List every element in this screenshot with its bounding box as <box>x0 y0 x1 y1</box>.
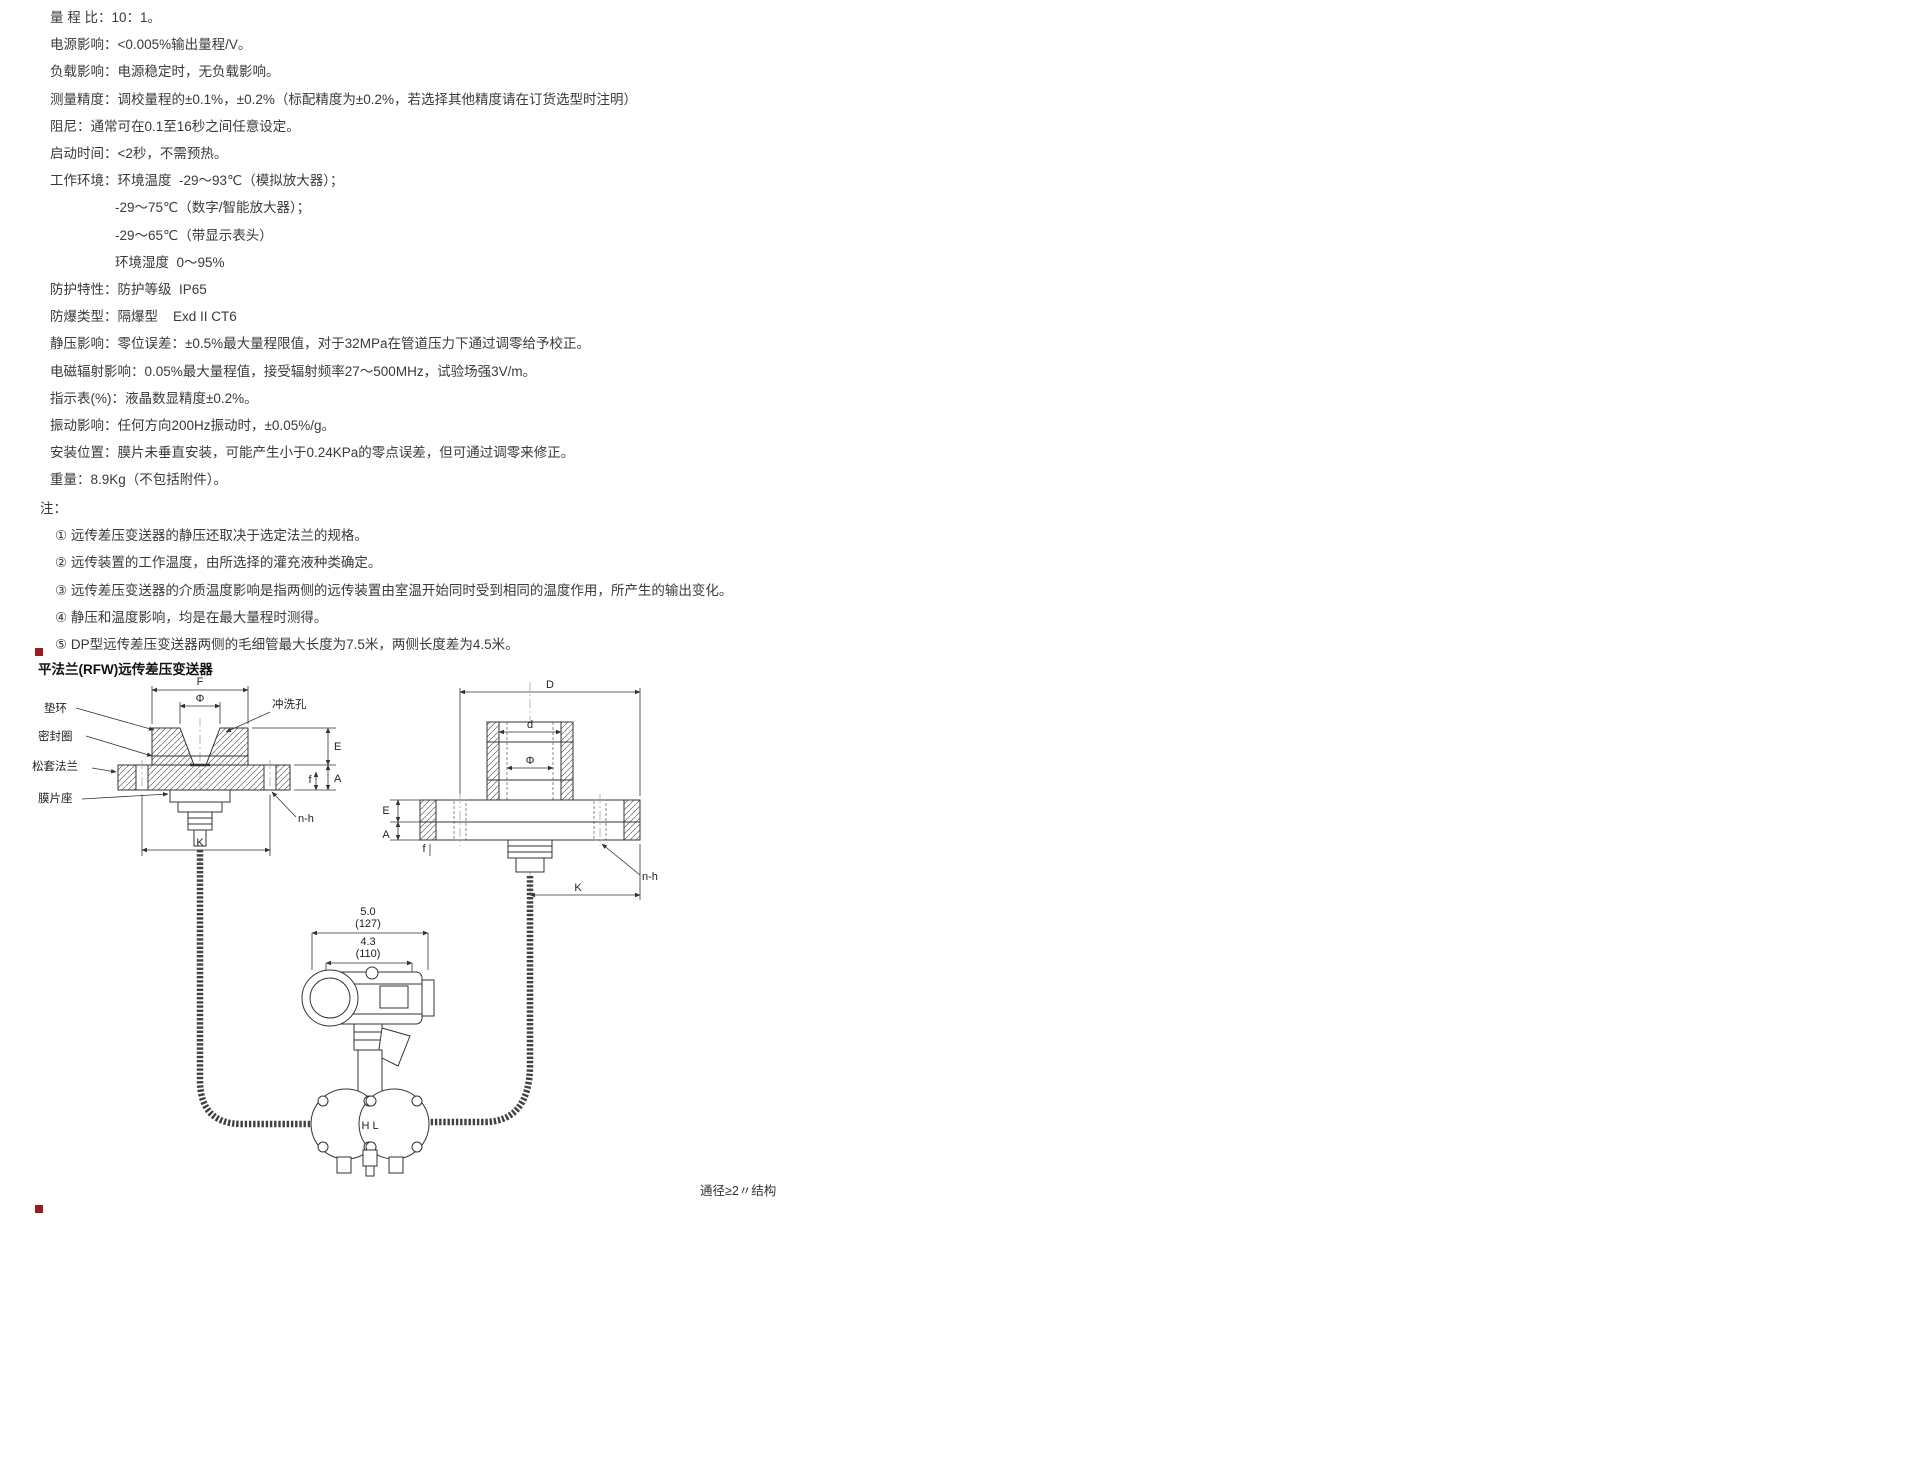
diaphragm-seat <box>169 789 231 803</box>
dim-label-5-0: 5.0 <box>360 906 375 918</box>
capillary-connector <box>187 811 213 831</box>
flange-bolt <box>411 1095 423 1107</box>
terminal-cover <box>421 979 435 1017</box>
plate-hatch <box>419 799 437 841</box>
spec-line: -29～75℃（数字/智能放大器）； <box>115 200 311 216</box>
spec-line: 启动时间：<2秒，不需预热。 <box>50 146 228 162</box>
housing-neck <box>353 1023 383 1051</box>
drain-plug <box>336 1156 352 1174</box>
spec-line: 重量：8.9Kg（不包括附件）。 <box>50 472 228 488</box>
dim-label-4-3: 4.3 <box>360 936 375 948</box>
flange-boss <box>486 721 574 801</box>
label-gasket-ring: 垫环 <box>44 701 67 715</box>
boss-hatch <box>560 721 574 801</box>
dim-label-K: K <box>574 882 582 894</box>
spec-line: 振动影响：任何方向200Hz振动时，±0.05%/g。 <box>50 418 335 434</box>
leader-line <box>271 791 297 818</box>
section-title: 平法兰(RFW)远传差压变送器 <box>38 662 213 677</box>
leader-line <box>91 767 117 774</box>
spec-line: 阻尼：通常可在0.1至16秒之间任意设定。 <box>50 118 300 134</box>
spec-line: 防护特性：防护等级 IP65 <box>50 282 207 298</box>
hl-port-label: H L <box>361 1120 378 1132</box>
dim-label-phi: Φ <box>196 693 205 705</box>
dim-label-A: A <box>334 773 342 785</box>
gasket-ring-left <box>151 727 195 766</box>
spec-line: 工作环境：环境温度 -29～93℃（模拟放大器）； <box>50 173 344 189</box>
note-item: ③ 远传差压变送器的介质温度影响是指两侧的远传装置由室温开始同时受到相同的温度作… <box>55 582 733 598</box>
spec-line: 测量精度：调校量程的±0.1%，±0.2%（标配精度为±0.2%，若选择其他精度… <box>50 91 638 107</box>
note-item: ④ 静压和温度影响，均是在最大量程时测得。 <box>55 609 328 625</box>
note-item: ⑤ DP型远传差压变送器两侧的毛细管最大长度为7.5米，两侧长度差为4.5米。 <box>55 637 519 653</box>
spec-line: 量 程 比：10：1。 <box>50 10 162 25</box>
spec-list: 量 程 比：10：1。 电源影响：<0.005%输出量程/V。 负载影响：电源稳… <box>40 4 637 494</box>
capillary-stem <box>193 829 207 847</box>
notes-heading: 注： <box>40 501 67 516</box>
dim-label-A: A <box>382 829 390 841</box>
gasket-ring-right <box>205 727 249 766</box>
flange-bolt <box>365 1095 377 1107</box>
spec-line: 指示表(%)：液晶数显精度±0.2%。 <box>50 390 258 406</box>
boss-hatch <box>486 721 500 801</box>
diaphragm-seat-step <box>177 801 223 813</box>
dim-label-110: (110) <box>356 948 381 960</box>
notes-section: 注： ① 远传差压变送器的静压还取决于选定法兰的规格。 ② 远传装置的工作温度，… <box>40 495 732 658</box>
red-marker <box>35 1205 43 1213</box>
dim-label-phi: Φ <box>526 755 535 767</box>
spec-line: 负载影响：电源稳定时，无负载影响。 <box>50 64 280 80</box>
leader-line <box>601 843 641 876</box>
transmitter-drawing: 5.0 (127) 4.3 (110) <box>301 906 435 1177</box>
spec-line: 电源影响：<0.005%输出量程/V。 <box>50 37 252 53</box>
leader-line <box>75 707 155 731</box>
lower-neck <box>507 839 553 859</box>
bottom-tip <box>365 1165 375 1177</box>
mounting-bracket <box>377 1027 411 1067</box>
spec-line: 静压影响：零位误差：±0.5%最大量程限值，对于32MPa在管道压力下通过调零给… <box>50 336 590 352</box>
leader-line <box>85 735 153 757</box>
flange-plate <box>419 799 641 841</box>
flange-bolt <box>411 1141 423 1153</box>
bottom-connector <box>362 1149 378 1167</box>
spec-line: 电磁辐射影响：0.05%最大量程值，接受辐射频率27～500MHz，试验场强3V… <box>50 363 537 379</box>
nameplate <box>379 985 409 1009</box>
dim-label-n-h: n-h <box>298 813 314 825</box>
vent-plug <box>365 966 379 980</box>
capillary-tube-right <box>429 876 534 1126</box>
left-flange-section-view: F Φ E A f n-h K 垫环 <box>32 676 342 868</box>
spec-line: -29～65℃（带显示表头） <box>115 227 273 243</box>
dim-label-f: f <box>422 843 426 855</box>
dim-label-D: D <box>546 679 554 691</box>
red-marker <box>35 648 43 656</box>
dim-label-d: d <box>527 719 533 731</box>
spec-line: 环境湿度 0～95% <box>115 254 225 270</box>
structure-caption: 通径≥2〃结构 <box>700 1184 777 1198</box>
dim-label-E: E <box>382 805 389 817</box>
dim-label-f: f <box>308 774 312 786</box>
label-diaphragm-seat: 膜片座 <box>38 791 73 805</box>
round-cover-ring <box>309 977 351 1019</box>
plate-hatch <box>623 799 641 841</box>
leader-line <box>81 792 169 800</box>
note-item: ② 远传装置的工作温度，由所选择的灌充液种类确定。 <box>55 555 382 571</box>
dim-label-K: K <box>196 837 204 849</box>
leader-line <box>225 711 271 733</box>
capillary-stem <box>515 857 545 873</box>
flange-bolt <box>317 1095 329 1107</box>
label-flush-hole: 冲洗孔 <box>272 697 307 711</box>
dim-label-E: E <box>334 741 341 753</box>
flange-bolt <box>317 1141 329 1153</box>
capillary-tube-left <box>196 850 311 1128</box>
technical-drawing: F Φ E A f n-h K 垫环 <box>32 676 658 1177</box>
dim-label-127: (127) <box>355 918 381 930</box>
spec-line: 安装位置：膜片未垂直安装，可能产生小于0.24KPa的零点误差，但可通过调零来修… <box>50 445 575 461</box>
label-loose-flange: 松套法兰 <box>32 759 78 773</box>
note-item: ① 远传差压变送器的静压还取决于选定法兰的规格。 <box>55 528 368 544</box>
dim-label-n-h: n-h <box>642 871 658 883</box>
dim-label-F: F <box>197 676 204 688</box>
spec-line: 防爆类型：隔爆型 Exd II CT6 <box>50 309 237 325</box>
right-flange-front-view: D d Φ E A f n-h K <box>382 679 658 904</box>
label-seal-ring: 密封圈 <box>38 729 73 743</box>
drain-plug <box>388 1156 404 1174</box>
